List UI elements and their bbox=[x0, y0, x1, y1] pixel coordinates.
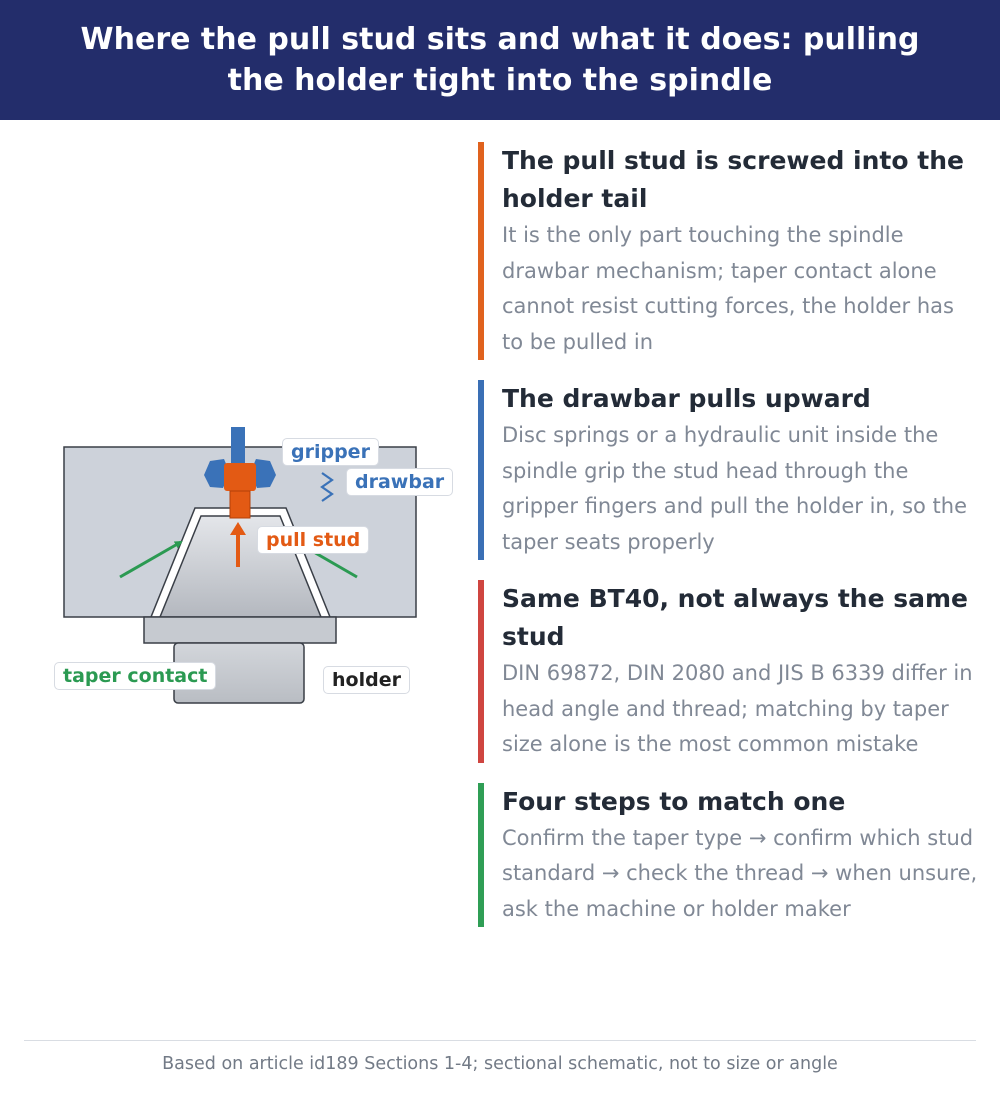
gripper-finger-left bbox=[204, 459, 230, 488]
page-title: Where the pull stud sits and what it doe… bbox=[80, 22, 920, 98]
card-pull-stud: The pull stud is screwed into the holder… bbox=[478, 142, 978, 360]
card-body: DIN 69872, DIN 2080 and JIS B 6339 diffe… bbox=[502, 661, 973, 756]
card-title: The drawbar pulls upward bbox=[502, 384, 871, 413]
taper-contact-label: taper contact bbox=[54, 662, 217, 690]
gripper-label: gripper bbox=[282, 438, 379, 466]
card-accent-bar bbox=[478, 782, 484, 927]
drawbar-label: drawbar bbox=[346, 468, 454, 496]
card-accent-bar bbox=[478, 580, 484, 763]
drawbar-rod bbox=[231, 427, 245, 463]
footer-divider bbox=[24, 1040, 976, 1041]
taper-contact-arrow-left bbox=[119, 540, 183, 579]
card-title: Same BT40, not always the same stud bbox=[502, 584, 968, 651]
card-title: The pull stud is screwed into the holder… bbox=[502, 146, 964, 213]
card-body: It is the only part touching the spindle… bbox=[502, 223, 954, 354]
holder-flange bbox=[143, 616, 337, 644]
pull-stud-head bbox=[224, 463, 256, 491]
pull-arrow-head bbox=[230, 522, 246, 535]
footer-note: Based on article id189 Sections 1-4; sec… bbox=[162, 1054, 838, 1074]
pull-stud-neck bbox=[229, 490, 251, 519]
explanation-cards: The pull stud is screwed into the holder… bbox=[478, 142, 978, 947]
pull-stud-diagram: gripper drawbar pull stud taper contact … bbox=[40, 415, 470, 715]
card-drawbar: The drawbar pulls upward Disc springs or… bbox=[478, 380, 978, 560]
card-accent-bar bbox=[478, 142, 484, 360]
card-body: Disc springs or a hydraulic unit inside … bbox=[502, 423, 968, 554]
drawbar-spring bbox=[320, 472, 334, 502]
card-standards: Same BT40, not always the same stud DIN … bbox=[478, 580, 978, 763]
pull-stud-label: pull stud bbox=[257, 526, 370, 554]
card-body: Confirm the taper type → confirm which s… bbox=[502, 825, 978, 921]
taper-contact-arrow-right bbox=[311, 549, 358, 579]
gripper-finger-right bbox=[250, 459, 276, 488]
card-four-steps: Four steps to match one Confirm the tape… bbox=[478, 782, 978, 927]
holder-label: holder bbox=[323, 666, 410, 694]
card-accent-bar bbox=[478, 380, 484, 560]
card-title: Four steps to match one bbox=[502, 786, 846, 816]
header-banner: Where the pull stud sits and what it doe… bbox=[0, 0, 1000, 120]
